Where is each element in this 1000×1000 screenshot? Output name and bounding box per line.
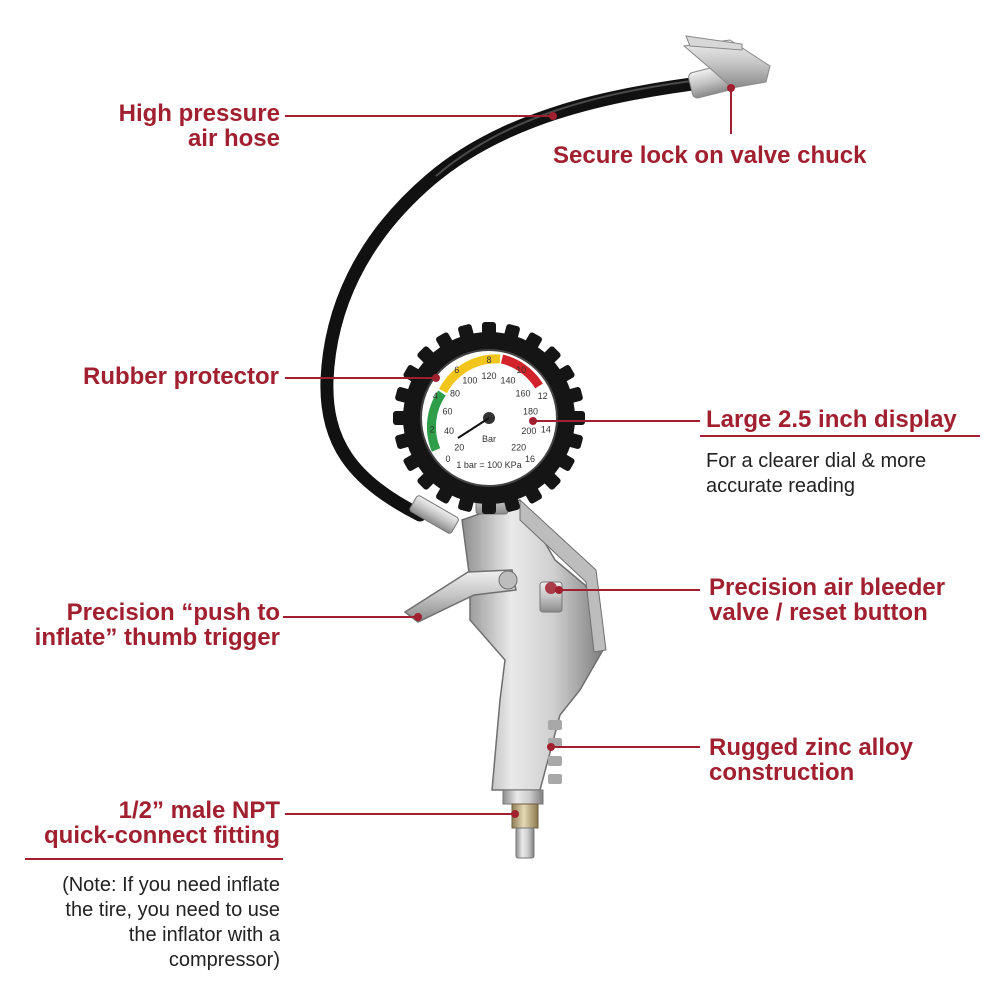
protector-tooth <box>395 432 413 449</box>
label-bleeder-valve: Precision air bleeder valve / reset butt… <box>709 575 945 625</box>
label-air-hose-line1: High pressure <box>118 100 280 127</box>
gauge-outer-tick-label: 16 <box>525 454 535 464</box>
gauge-inner-tick-label: 40 <box>444 426 454 436</box>
gauge-outer-tick-label: 4 <box>433 391 438 401</box>
protector-tooth <box>436 332 454 352</box>
gauge-inner-tick-label: 140 <box>501 376 516 386</box>
protector-tooth <box>503 324 520 342</box>
label-thumb-trigger-line1: Precision “push to <box>66 599 280 626</box>
protector-tooth <box>524 484 542 504</box>
gauge-unit: Bar <box>482 434 496 444</box>
protector-tooth <box>458 324 475 342</box>
gauge-outer-tick-label: 2 <box>430 424 435 434</box>
gauge-inner-tick-label: 120 <box>481 371 496 381</box>
label-air-hose: High pressure air hose <box>119 101 280 151</box>
protector-tooth <box>565 387 583 404</box>
label-bleeder-valve-line1: Precision air bleeder <box>709 574 946 601</box>
label-note-line2: the tire, you need to use <box>65 899 280 921</box>
protector-tooth <box>458 494 475 512</box>
gauge-outer-tick-label: 12 <box>538 391 548 401</box>
protector-tooth <box>482 498 496 514</box>
label-large-display: Large 2.5 inch display <box>706 406 957 433</box>
gauge-inner-tick-label: 20 <box>454 443 464 453</box>
protector-tooth <box>524 332 542 352</box>
gauge-footnote: 1 bar = 100 KPa <box>456 460 521 470</box>
gun-body <box>461 487 607 791</box>
gauge-inner-tick-label: 60 <box>443 406 453 416</box>
label-note-line3: the inflator with a <box>128 924 280 946</box>
gauge-outer-tick-label: 6 <box>454 365 459 375</box>
gauge-outer-tick-label: 0 <box>445 454 450 464</box>
valve-chuck <box>682 35 771 99</box>
label-valve-chuck: Secure lock on valve chuck <box>553 142 867 169</box>
gauge-inner-tick-label: 200 <box>521 426 536 436</box>
protector-tooth <box>395 387 413 404</box>
label-zinc-alloy-line2: construction <box>709 759 855 786</box>
protector-tooth <box>482 322 496 338</box>
gauge-inner-tick-label: 220 <box>511 443 526 453</box>
gauge-inner-tick-label: 80 <box>450 388 460 398</box>
label-note-line1: (Note: If you need inflate <box>62 874 280 896</box>
gauge-outer-tick-label: 14 <box>541 424 551 434</box>
label-rubber-protector: Rubber protector <box>82 363 279 390</box>
thumb-trigger <box>403 569 518 623</box>
protector-tooth <box>403 453 423 471</box>
protector-tooth <box>436 484 454 504</box>
protector-tooth <box>417 346 437 366</box>
npt-fitting <box>502 789 544 859</box>
label-npt-fitting-line1: 1/2” male NPT <box>118 797 280 824</box>
protector-tooth <box>541 346 561 366</box>
label-zinc-alloy-line1: Rugged zinc alloy <box>709 734 914 761</box>
gauge-inner-tick-label: 100 <box>462 376 477 386</box>
protector-tooth <box>417 470 437 490</box>
gauge-inner-tick-label: 160 <box>515 388 530 398</box>
label-bleeder-valve-line2: valve / reset button <box>709 599 928 626</box>
hose-highlight <box>435 79 701 177</box>
gauge-outer-tick-label: 10 <box>516 365 526 375</box>
label-display-sub2: accurate reading <box>706 475 855 497</box>
label-thumb-trigger: Precision “push to inflate” thumb trigge… <box>35 600 280 650</box>
label-thumb-trigger-line2: inflate” thumb trigger <box>34 624 280 651</box>
label-npt-fitting-line2: quick-connect fitting <box>44 822 280 849</box>
gauge-inner-tick-label: 180 <box>523 406 538 416</box>
air-hose <box>320 75 715 522</box>
label-note: (Note: If you need inflate the tire, you… <box>62 873 280 973</box>
protector-tooth <box>393 411 409 425</box>
label-zinc-alloy: Rugged zinc alloy construction <box>709 735 913 785</box>
protector-tooth <box>555 365 575 383</box>
protector-tooth <box>503 494 520 512</box>
hose-ferrule <box>409 495 459 534</box>
protector-tooth <box>565 432 583 449</box>
gauge-outer-tick-label: 8 <box>486 355 491 365</box>
label-npt-fitting: 1/2” male NPT quick-connect fitting <box>44 798 280 848</box>
label-display-sub1: For a clearer dial & more <box>706 450 927 472</box>
label-note-line4: compressor) <box>168 949 280 971</box>
protector-tooth <box>555 453 575 471</box>
protector-tooth <box>569 411 585 425</box>
label-air-hose-line2: air hose <box>187 125 280 152</box>
protector-tooth <box>541 470 561 490</box>
